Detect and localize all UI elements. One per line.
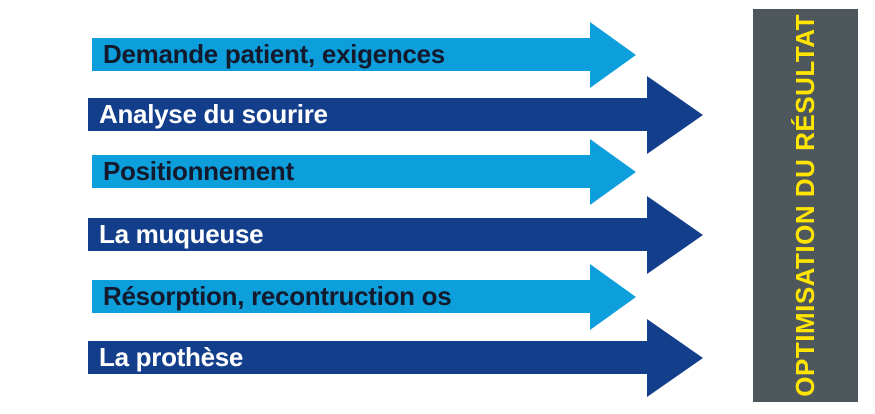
arrow-head-icon bbox=[590, 21, 636, 88]
arrow-shaft: Résorption, recontruction os bbox=[92, 280, 590, 313]
step-label: La prothèse bbox=[99, 342, 244, 372]
arrow-shaft: La prothèse bbox=[88, 341, 647, 374]
arrow-head-icon bbox=[647, 75, 703, 154]
step-label: Positionnement bbox=[103, 156, 294, 186]
arrow-head-icon bbox=[590, 138, 636, 205]
arrow-head-icon bbox=[647, 195, 703, 274]
process-step-arrow: Demande patient, exigences bbox=[92, 21, 636, 88]
step-label: Résorption, recontruction os bbox=[103, 281, 452, 311]
process-step-arrow: Analyse du sourire bbox=[88, 75, 703, 154]
step-label: La muqueuse bbox=[99, 219, 264, 249]
arrow-shaft: Positionnement bbox=[92, 155, 590, 188]
arrow-head-icon bbox=[647, 318, 703, 397]
arrow-shaft: La muqueuse bbox=[88, 218, 647, 251]
arrow-shaft: Analyse du sourire bbox=[88, 98, 647, 131]
step-label: Demande patient, exigences bbox=[103, 39, 445, 69]
process-step-arrow: La prothèse bbox=[88, 318, 703, 397]
arrow-shaft: Demande patient, exigences bbox=[92, 38, 590, 71]
process-step-arrow: Positionnement bbox=[92, 138, 636, 205]
process-step-arrow: Résorption, recontruction os bbox=[92, 263, 636, 330]
optimization-result-bar: OPTIMISATION DU RÉSULTAT bbox=[753, 9, 858, 402]
arrow-head-icon bbox=[590, 263, 636, 330]
sidebar-label: OPTIMISATION DU RÉSULTAT bbox=[790, 14, 820, 397]
process-step-arrow: La muqueuse bbox=[88, 195, 703, 274]
step-label: Analyse du sourire bbox=[99, 99, 328, 129]
